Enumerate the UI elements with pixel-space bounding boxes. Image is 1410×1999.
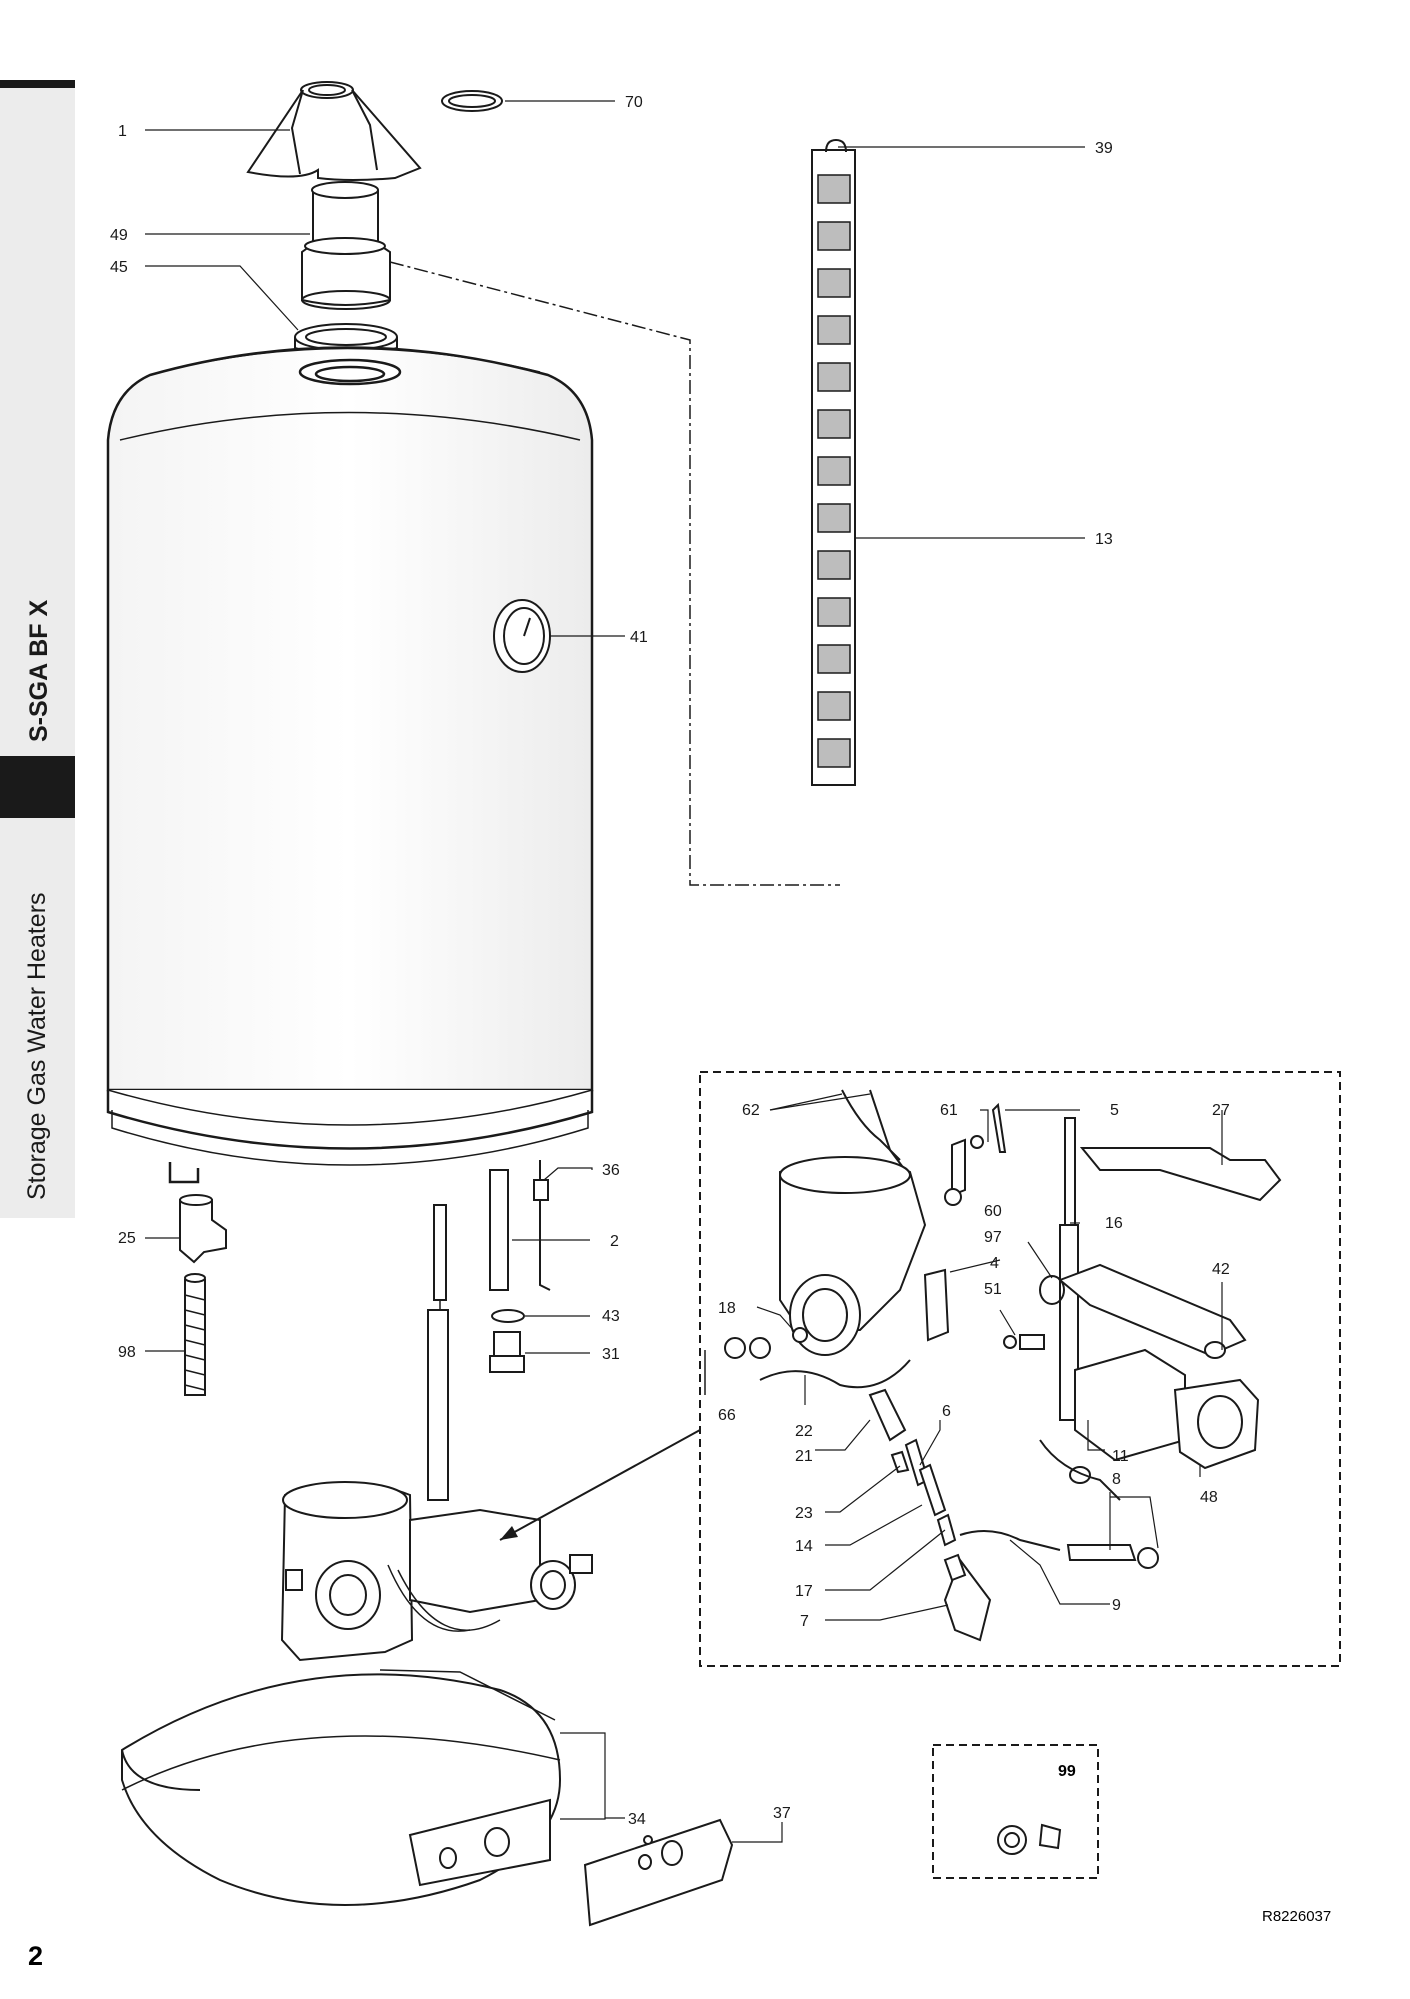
part-25-drain-valve [179, 1194, 227, 1264]
sidebar-top-rule [0, 80, 75, 88]
callout-61: 61 [940, 1102, 958, 1119]
part-31-plug [489, 1331, 525, 1373]
leader-lines [145, 100, 1223, 1843]
part-49-flue-pipe [301, 181, 391, 310]
callout-49: 49 [110, 227, 128, 244]
part-37-front-cover [583, 1818, 734, 1927]
callout-16: 16 [1105, 1215, 1123, 1232]
callout-62: 62 [742, 1102, 760, 1119]
callout-4: 4 [990, 1255, 999, 1272]
callout-31: 31 [602, 1346, 620, 1363]
callout-labels: 1 70 39 49 45 13 41 36 25 2 98 43 31 34 … [110, 94, 1230, 1828]
callout-41: 41 [630, 629, 648, 646]
sidebar-bottom-panel [0, 818, 75, 1218]
category-label: Storage Gas Water Heaters [23, 892, 51, 1200]
detail-box-parts [724, 1089, 1282, 1642]
callout-37: 37 [773, 1805, 791, 1822]
callout-6: 6 [942, 1403, 951, 1420]
callout-39: 39 [1095, 140, 1113, 157]
part-13-baffle-strip [811, 138, 856, 786]
part-2-anode-and-36 [489, 1160, 551, 1291]
callout-45: 45 [110, 259, 128, 276]
callout-8: 8 [1112, 1471, 1121, 1488]
kit-99-box [932, 1744, 1099, 1879]
callout-22: 22 [795, 1423, 813, 1440]
sidebar-top-panel [0, 80, 75, 760]
callout-34: 34 [628, 1811, 646, 1828]
part-34-shield [121, 1669, 562, 1906]
part-41-thermometer [493, 599, 551, 673]
callout-18: 18 [718, 1300, 736, 1317]
callout-5: 5 [1110, 1102, 1119, 1119]
sidebar: S-SGA BF X Storage Gas Water Heaters [0, 80, 75, 1218]
kit-99-label: 99 [1058, 1763, 1076, 1780]
part-98-dip-tube [184, 1273, 206, 1396]
part-45-flue-ring [294, 323, 398, 358]
detail-box [699, 1071, 1341, 1667]
callout-17: 17 [795, 1583, 813, 1600]
page-number: 2 [28, 1941, 43, 1971]
baffle-fins [817, 174, 851, 768]
tank-body [106, 346, 594, 1184]
callout-66: 66 [718, 1407, 736, 1424]
callout-11: 11 [1112, 1448, 1129, 1465]
callout-36: 36 [602, 1162, 620, 1179]
part-1-flue-hood [246, 81, 422, 181]
callout-70: 70 [625, 94, 643, 111]
callout-1: 1 [118, 123, 127, 140]
callout-48: 48 [1200, 1489, 1218, 1506]
callout-21: 21 [795, 1448, 813, 1465]
callout-43: 43 [602, 1308, 620, 1325]
callout-25: 25 [118, 1230, 136, 1247]
callout-9: 9 [1112, 1597, 1121, 1614]
callout-2: 2 [610, 1233, 619, 1250]
pointer-to-detail [499, 1429, 701, 1541]
part-70-ring-gasket [441, 90, 503, 112]
callout-14: 14 [795, 1538, 813, 1555]
callout-98: 98 [118, 1344, 136, 1361]
callout-23: 23 [795, 1505, 813, 1522]
callout-60: 60 [984, 1203, 1002, 1220]
callout-51: 51 [984, 1281, 1002, 1298]
callout-42: 42 [1212, 1261, 1230, 1278]
sidebar-black-band [0, 756, 75, 818]
drawing-code: R8226037 [1262, 1908, 1331, 1925]
callout-97: 97 [984, 1229, 1002, 1246]
model-label: S-SGA BF X [25, 600, 53, 742]
dash-dot-leader-13 [389, 261, 840, 886]
part-43-o-ring [491, 1309, 525, 1323]
kit-99-parts [997, 1823, 1062, 1855]
pointer-arrowhead [500, 1526, 518, 1540]
callout-13: 13 [1095, 531, 1113, 548]
burner-assembly [280, 1204, 593, 1662]
callout-7: 7 [800, 1613, 809, 1630]
callout-27: 27 [1212, 1102, 1230, 1119]
